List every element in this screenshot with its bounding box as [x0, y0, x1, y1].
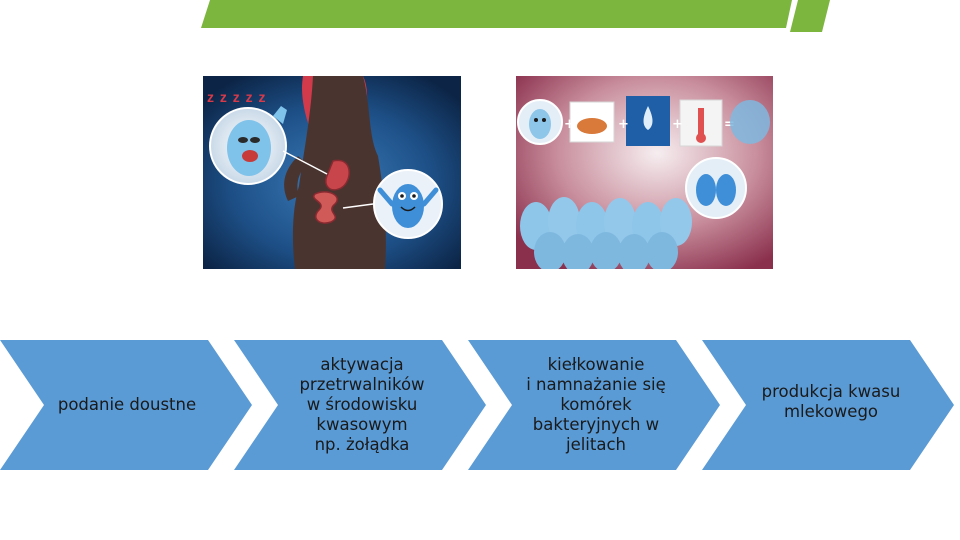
step-label: kiełkowanie i namnażanie się komórek bak… — [506, 340, 686, 470]
banner-bar — [201, 0, 792, 28]
sleep-zzz: z z z z z — [207, 89, 267, 105]
banner-accent — [790, 0, 830, 32]
step-label: produkcja kwasu mlekowego — [746, 340, 916, 470]
plus-operator: + — [618, 117, 629, 132]
plus-operator: + — [564, 117, 575, 132]
header-banner — [0, 0, 960, 32]
step-label: aktywacja przetrwalników w środowisku kw… — [272, 340, 452, 470]
process-step-2: aktywacja przetrwalników w środowisku kw… — [234, 340, 486, 470]
illustration-body-activation: z z z z z — [203, 76, 461, 269]
illustration-germination: + + + = — [516, 76, 773, 269]
step-label: podanie doustne — [44, 340, 210, 470]
process-step-1: podanie doustne — [0, 340, 252, 470]
plus-operator: + — [672, 117, 683, 132]
process-step-4: produkcja kwasu mlekowego — [702, 340, 954, 470]
process-flow: podanie doustne aktywacja przetrwalników… — [0, 340, 960, 470]
process-step-3: kiełkowanie i namnażanie się komórek bak… — [468, 340, 720, 470]
